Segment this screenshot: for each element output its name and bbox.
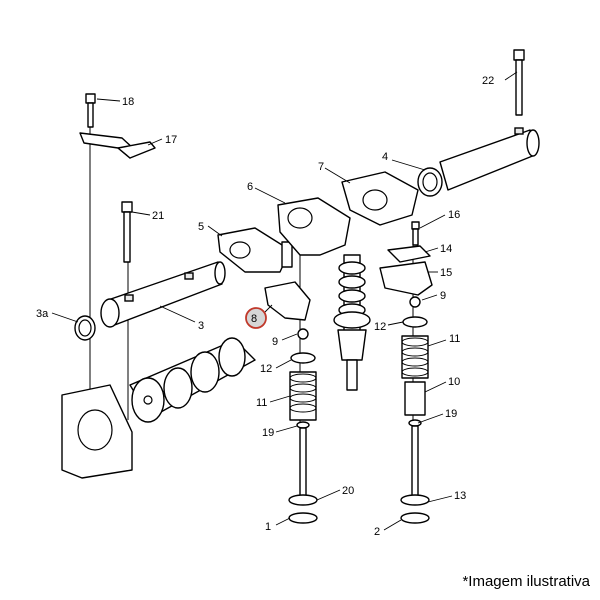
callout-22: 22 (482, 75, 494, 87)
rocker-arm-7 (341, 171, 419, 226)
clamp-14 (387, 245, 431, 263)
callout-16: 16 (448, 209, 460, 221)
callout-3: 3 (198, 320, 204, 332)
rocker-shaft-right (439, 127, 540, 191)
callout-3a: 3a (36, 308, 49, 320)
callout-17: 17 (165, 134, 177, 146)
callout-labels: 18 17 21 3 3a 4 5 6 7 8 9 9 22 16 14 15 … (36, 75, 494, 538)
bolt-22 (513, 49, 525, 116)
bolt-18 (85, 93, 96, 128)
callout-11-left: 11 (256, 397, 267, 409)
callout-6: 6 (247, 181, 253, 193)
callout-19-left: 19 (262, 427, 274, 439)
callout-12-right: 12 (374, 321, 386, 333)
rocker-arm-6 (277, 197, 351, 256)
callout-18: 18 (122, 96, 134, 108)
callout-7: 7 (318, 161, 324, 173)
camshaft (129, 337, 256, 423)
injector (333, 254, 371, 391)
rocker-shaft-3 (100, 261, 226, 328)
callout-13: 13 (454, 490, 466, 502)
callout-20: 20 (342, 485, 354, 497)
callout-1: 1 (265, 521, 271, 533)
bracket-15 (379, 261, 433, 296)
callout-11-right: 11 (449, 333, 460, 345)
bolt-21 (121, 201, 133, 263)
callout-4: 4 (382, 151, 388, 163)
callout-2: 2 (374, 526, 380, 538)
rocker-bracket-8 (264, 281, 311, 321)
callout-21: 21 (152, 210, 164, 222)
callout-8: 8 (251, 313, 257, 325)
valve-set-left (288, 328, 318, 524)
callout-12-left: 12 (260, 363, 272, 375)
bearing-block (61, 384, 133, 479)
rocker-arm-5 (217, 227, 293, 273)
callout-19-right: 19 (445, 408, 457, 420)
o-ring-3a (74, 315, 96, 341)
callout-14: 14 (440, 243, 452, 255)
callout-9-right: 9 (440, 290, 446, 302)
callout-15: 15 (440, 267, 452, 279)
screw-16 (411, 221, 420, 246)
callout-8-highlight (245, 307, 267, 329)
ring-4 (417, 167, 443, 197)
callout-10: 10 (448, 376, 460, 388)
illustrative-image-caption: *Imagem ilustrativa (462, 573, 590, 590)
callout-5: 5 (198, 221, 204, 233)
callout-9-left: 9 (272, 336, 278, 348)
valve-set-right (400, 296, 430, 524)
callout-leaders (51, 71, 518, 531)
bracket-17 (79, 132, 156, 159)
